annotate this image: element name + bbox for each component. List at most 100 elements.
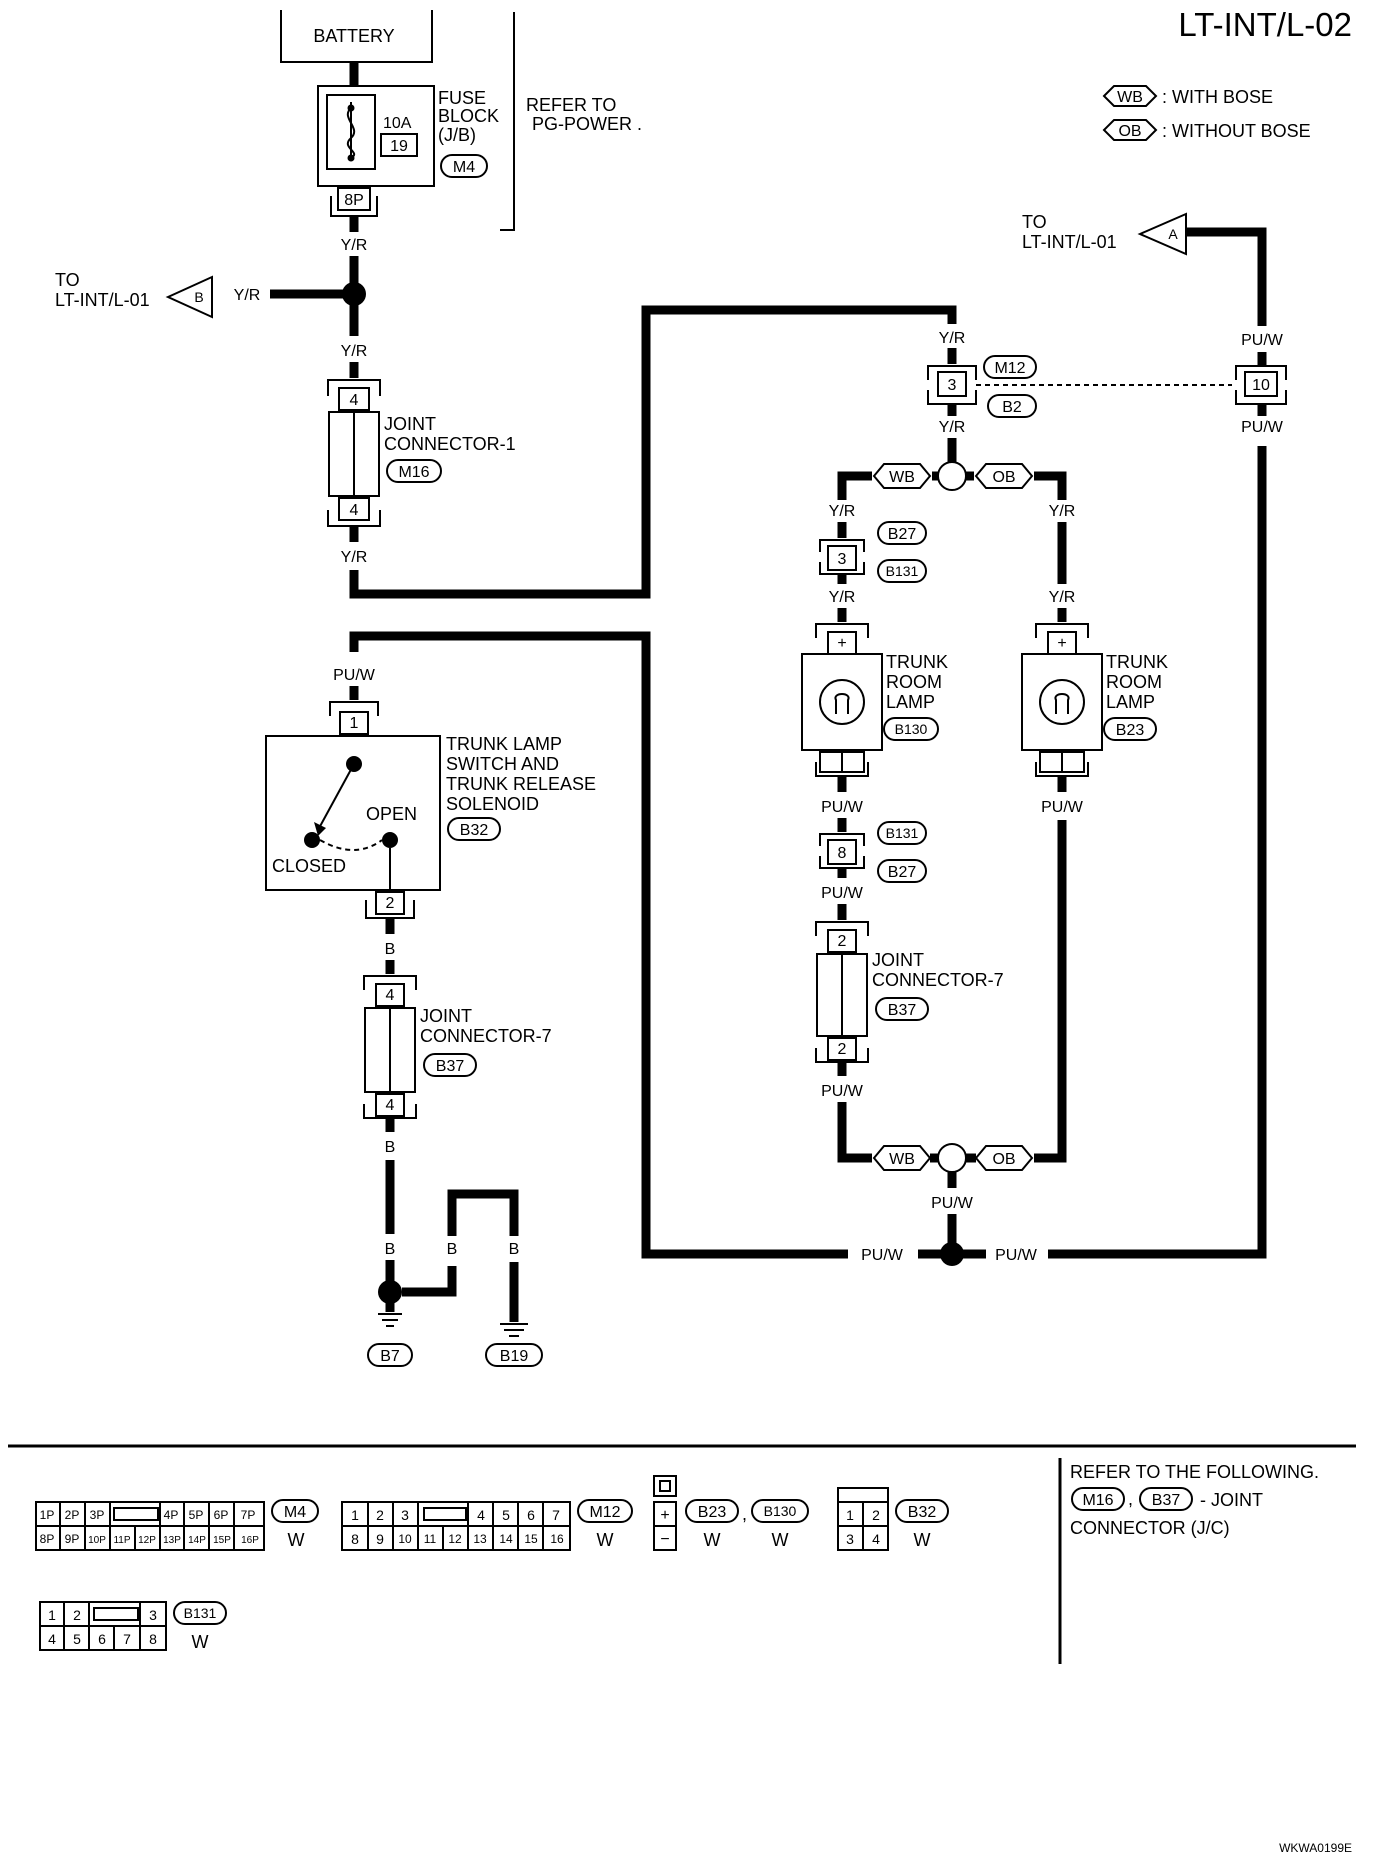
wire-label-puw-10: PU/W [333,667,376,684]
legend-ob-text: : WITHOUT BOSE [1162,121,1311,141]
m12-pin: 11 [424,1532,437,1546]
footer-comma-1: , [1128,1489,1133,1509]
offpage-a-tag: A [1168,226,1178,242]
switch-label-1: TRUNK LAMP [446,734,562,754]
connector-m12-b2: Y/R 3 M12 B2 10 Y/R [927,330,1287,462]
footer-refer-b37: B37 [1152,1492,1181,1509]
m12-pin: 12 [448,1532,462,1546]
b2-label: B2 [1002,399,1022,416]
grounds: B B B B7 B19 [367,1189,543,1367]
refer-pg-2: PG-POWER . [532,114,642,134]
wire-label-yr-9: Y/R [1049,503,1076,520]
m4-pin: 13P [163,1535,181,1546]
switch-label-4: SOLENOID [446,794,539,814]
lamp-filament-icon [834,693,850,714]
footer-b131-color: W [192,1632,209,1652]
jc7r-pin-bottom: 2 [838,1041,847,1058]
b32-pin: 1 [846,1507,854,1523]
m12-pin: 13 [473,1532,487,1546]
wire-label-b-5: B [509,1241,520,1258]
wire-label-puw-3: PU/W [821,1083,864,1100]
wire-label-yr-4: Y/R [341,549,368,566]
m4-pin: 9P [65,1532,80,1546]
jc7l-label-1: JOINT [420,1006,472,1026]
b27-pin-upper: 3 [838,551,847,568]
m4-pin: 8P [40,1532,55,1546]
m4-pin: 1P [40,1508,55,1522]
b131-pin: 7 [123,1631,131,1647]
m4-pin: 15P [213,1535,231,1546]
footer-refer-m16: M16 [1082,1492,1113,1509]
m4-pin: 5P [189,1508,204,1522]
fuse-amps: 10A [383,115,412,132]
fuse-block: 10A 19 FUSE BLOCK (J/B) M4 8P REFER TO P… [317,12,642,231]
offpage-a-to: TO [1022,212,1047,232]
wire-label-b-2: B [385,1139,396,1156]
footer-refer-mid: - JOINT [1200,1490,1263,1510]
wire-label-yr-10: Y/R [1049,589,1076,606]
wb-branch: Y/R 3 B27 B131 Y/R + TRUNK ROOM LAMP B13… [801,503,1004,1163]
fuse-number: 19 [390,138,408,155]
legend-wb-text: : WITH BOSE [1162,87,1273,107]
option-splice-lower [937,1143,967,1173]
option-splice-upper [937,461,967,491]
m12-label: M12 [994,360,1025,377]
wire-label-yr-6: Y/R [939,419,966,436]
b27-label-upper: B27 [888,526,917,543]
b131-pin-lower: 8 [838,845,847,862]
wb-tag-lower: WB [889,1151,915,1168]
lamp-icon [819,679,865,725]
battery-label: BATTERY [313,26,394,46]
offpage-b-target: LT-INT/L-01 [55,290,150,310]
b131-pin: 8 [149,1631,157,1647]
b130-pin-plus: + [837,635,846,652]
lamp-ob-label-2: ROOM [1106,672,1162,692]
ground-icon [378,1313,402,1327]
ob-tag-lower: OB [992,1151,1015,1168]
footer-m12-color: W [597,1530,614,1550]
ob-tag-upper: OB [992,469,1015,486]
offpage-a-target: LT-INT/L-01 [1022,232,1117,252]
switch-label-2: SWITCH AND [446,754,559,774]
footer-comma: , [742,1504,747,1524]
fuse-connector: M4 [453,159,475,176]
b32-pin-bottom: 2 [386,895,395,912]
footer-refer-1: REFER TO THE FOLLOWING. [1070,1462,1319,1482]
splice-dot [378,1280,402,1304]
lamp-ob-label-1: TRUNK [1106,652,1168,672]
wire-label-yr-2: Y/R [234,287,261,304]
wire-label-b-1: B [385,941,396,958]
switch-label-3: TRUNK RELEASE [446,774,596,794]
left-upper-wiring: Y/R Y/R B TO LT-INT/L-01 Y/R [55,216,367,378]
m12-pin: 14 [499,1532,513,1546]
b32-pin-top: 1 [350,715,359,732]
footer-b23-color: W [704,1530,721,1550]
switch-connector: B32 [460,822,489,839]
m4-pin: 12P [138,1535,156,1546]
wire-label-yr-1: Y/R [341,237,368,254]
b32-pin: 2 [872,1507,880,1523]
connector-b32-grid: 1 2 3 4 B32 W [837,1487,949,1551]
jc7r-label-2: CONNECTOR-7 [872,970,1004,990]
fuse-label-1: FUSE [438,88,486,108]
jc7r-pin-top: 2 [838,933,847,950]
footer-m4-color: W [288,1530,305,1550]
wb-tag-upper: WB [889,469,915,486]
figure-id: WKWA0199E [1279,1841,1352,1855]
footer-b23: B23 [698,1504,727,1521]
footer-m4: M4 [284,1504,306,1521]
m12-pin-right: 10 [1252,377,1270,394]
lower-branch: WB OB PU/W PU/W PU/W [349,446,1267,1266]
m12-pin: 6 [527,1507,535,1523]
connector-m12-grid: 1 2 3 4 5 6 7 8 9 10 11 12 13 14 15 16 [341,1499,633,1551]
fuse-label-2: BLOCK [438,106,499,126]
wire-label-puw-4: PU/W [1041,799,1084,816]
jc7l-pin-bottom: 4 [386,1097,395,1114]
lamp-ob-connector: B23 [1116,722,1145,739]
jc7r-connector: B37 [888,1002,917,1019]
m12-pin: 5 [502,1507,510,1523]
page-title: LT-INT/L-02 [1178,6,1352,43]
m12-pin-left: 3 [948,377,957,394]
m4-pin: 11P [113,1535,130,1546]
lamp-icon [1039,679,1085,725]
